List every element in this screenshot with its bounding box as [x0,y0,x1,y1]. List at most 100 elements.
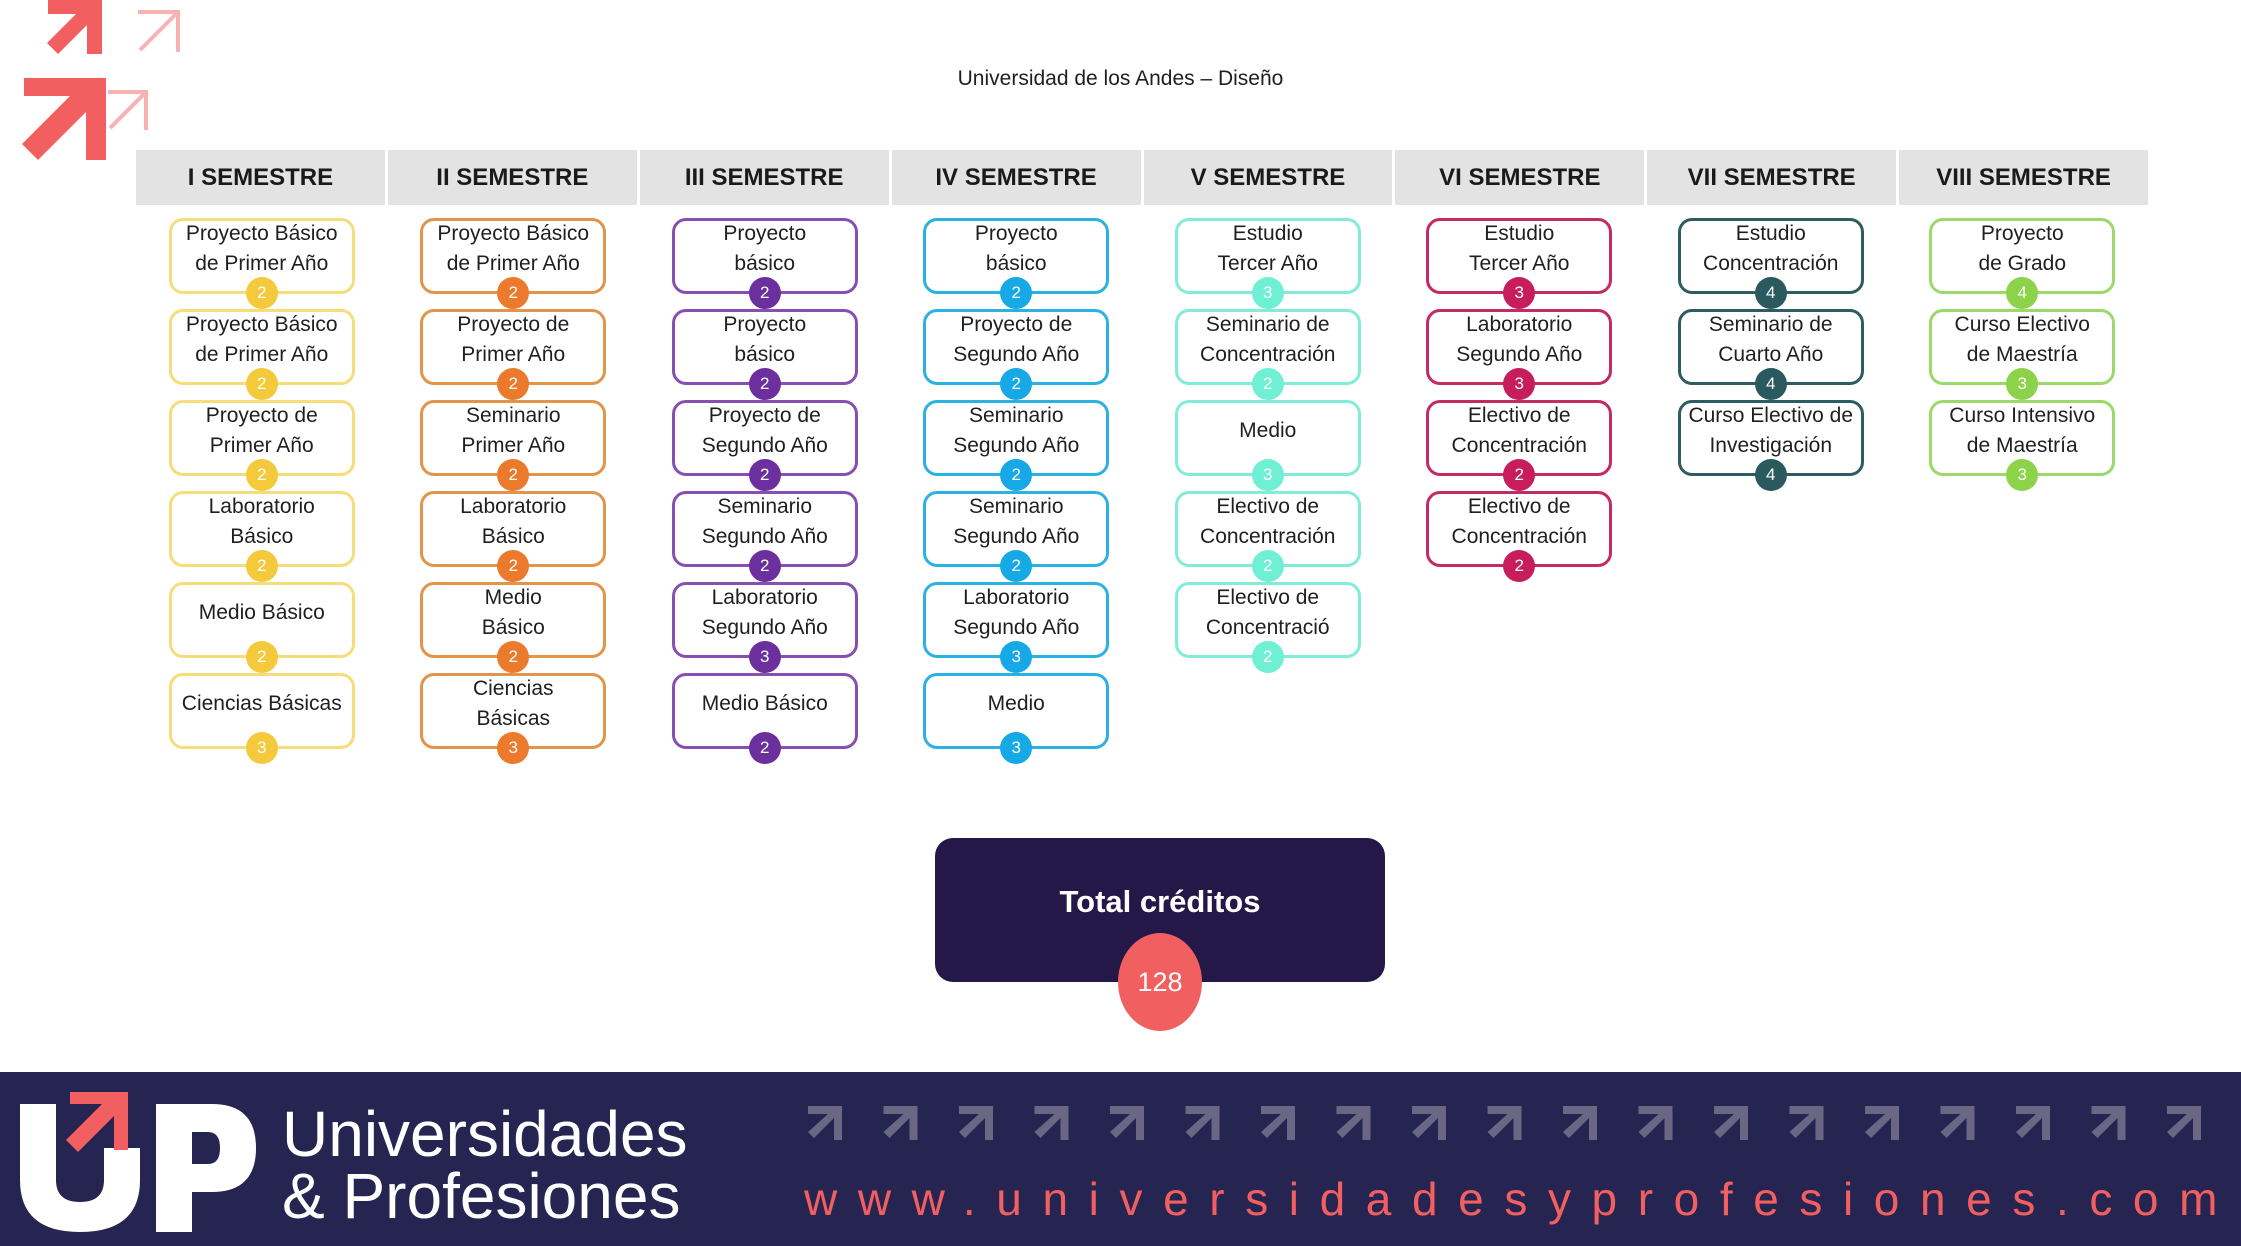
arrow-up-right-icon [2016,1106,2050,1140]
credit-badge: 2 [748,277,781,309]
course-name: Medio Básico [198,601,325,624]
semester-header: II SEMESTRE [388,150,640,205]
course-name: Medio Básico [481,586,545,639]
course-card: Ciencias Básicas 3 [168,673,355,764]
arrow-up-right-icon [959,1106,993,1140]
course-name: Electivo de Concentració [1205,586,1330,639]
page-title: Universidad de los Andes – Diseño [957,67,1284,90]
credit-badge: 2 [245,459,278,491]
course-name: Proyecto de Primer Año [457,313,570,366]
course-name: Proyecto de Grado [1978,222,2067,275]
credit-badge: 4 [1754,459,1787,491]
course-name: Estudio Concentración [1703,222,1839,275]
semester-header: IV SEMESTRE [892,150,1144,205]
credit-badge: 3 [1503,277,1536,309]
arrow-up-right-icon [1563,1106,1597,1140]
credit-badge: 2 [245,368,278,400]
course-name: Ciencias Básicas [181,692,342,715]
course-name: Medio [1239,419,1297,442]
arrow-up-right-icon [1714,1106,1748,1140]
credit-badge: 3 [2006,368,2039,400]
course-name: Proyecto Básico de Primer Año [185,222,338,275]
arrow-up-right-icon [883,1106,918,1140]
credit-badge: 3 [1000,732,1033,764]
credit-badge: 2 [1503,459,1536,491]
credit-badge: 2 [1251,550,1284,582]
course-name: Ciencias Básicas [472,677,554,730]
arrow-up-right-icon [1261,1106,1295,1140]
course-name: Curso Electivo de Maestría [1954,313,2090,366]
brand-name-line2: & Profesiones [282,1160,681,1232]
credit-badge: 3 [1503,368,1536,400]
course-name: Laboratorio Básico [460,495,567,548]
semester-header: VI SEMESTRE [1395,150,1648,205]
credit-badge: 2 [748,368,781,400]
credit-badge: 2 [748,459,781,491]
arrow-up-right-icon [1034,1106,1069,1140]
course-name: Electivo de Concentración [1200,495,1336,548]
course-name: Laboratorio Básico [208,495,315,548]
arrow-up-right-icon [1110,1106,1144,1140]
credit-badge: 3 [1000,641,1033,673]
footer-banner: Universidades & Profesiones www.universi… [0,1072,2241,1246]
arrow-up-right-icon [2091,1106,2126,1140]
semester-header: III SEMESTRE [640,150,892,205]
credit-badge: 4 [1754,277,1787,309]
credit-badge: 3 [1251,459,1284,491]
semester-header: VII SEMESTRE [1647,150,1900,205]
credit-badge: 2 [497,277,530,309]
arrow-up-right-icon [1789,1106,1824,1140]
arrow-up-right-icon [1940,1106,1975,1140]
course-card: Medio 3 [1174,400,1361,491]
total-credits-box: Total créditos 128 [935,838,1385,1031]
course-name: Proyecto básico [723,222,807,275]
arrow-up-right-icon [2167,1106,2201,1140]
credit-badge: 2 [245,550,278,582]
credit-badge: 2 [1000,459,1033,491]
credit-badge: 2 [1000,277,1033,309]
up-logo-icon [20,1092,256,1232]
course-name: Proyecto Básico de Primer Año [437,222,590,275]
arrow-up-right-icon [1638,1106,1673,1140]
course-name: Proyecto de Primer Año [205,404,318,457]
arrow-pattern-icon [808,1106,2201,1140]
credit-badge: 2 [497,550,530,582]
course-name: Seminario de Concentración [1200,313,1336,366]
arrow-up-right-icon [1412,1106,1446,1140]
course-name: Medio Básico [701,692,828,715]
total-credits-label: Total créditos [1059,884,1261,919]
credit-badge: 3 [748,641,781,673]
credit-badge: 2 [497,459,530,491]
credit-badge: 3 [2006,459,2039,491]
credit-badge: 3 [245,732,278,764]
credit-badge: 4 [2006,277,2039,309]
course-name: Laboratorio Segundo Año [701,586,828,639]
course-name: Seminario de Cuarto Año [1708,313,1833,366]
brand-name-line1: Universidades [282,1098,688,1170]
